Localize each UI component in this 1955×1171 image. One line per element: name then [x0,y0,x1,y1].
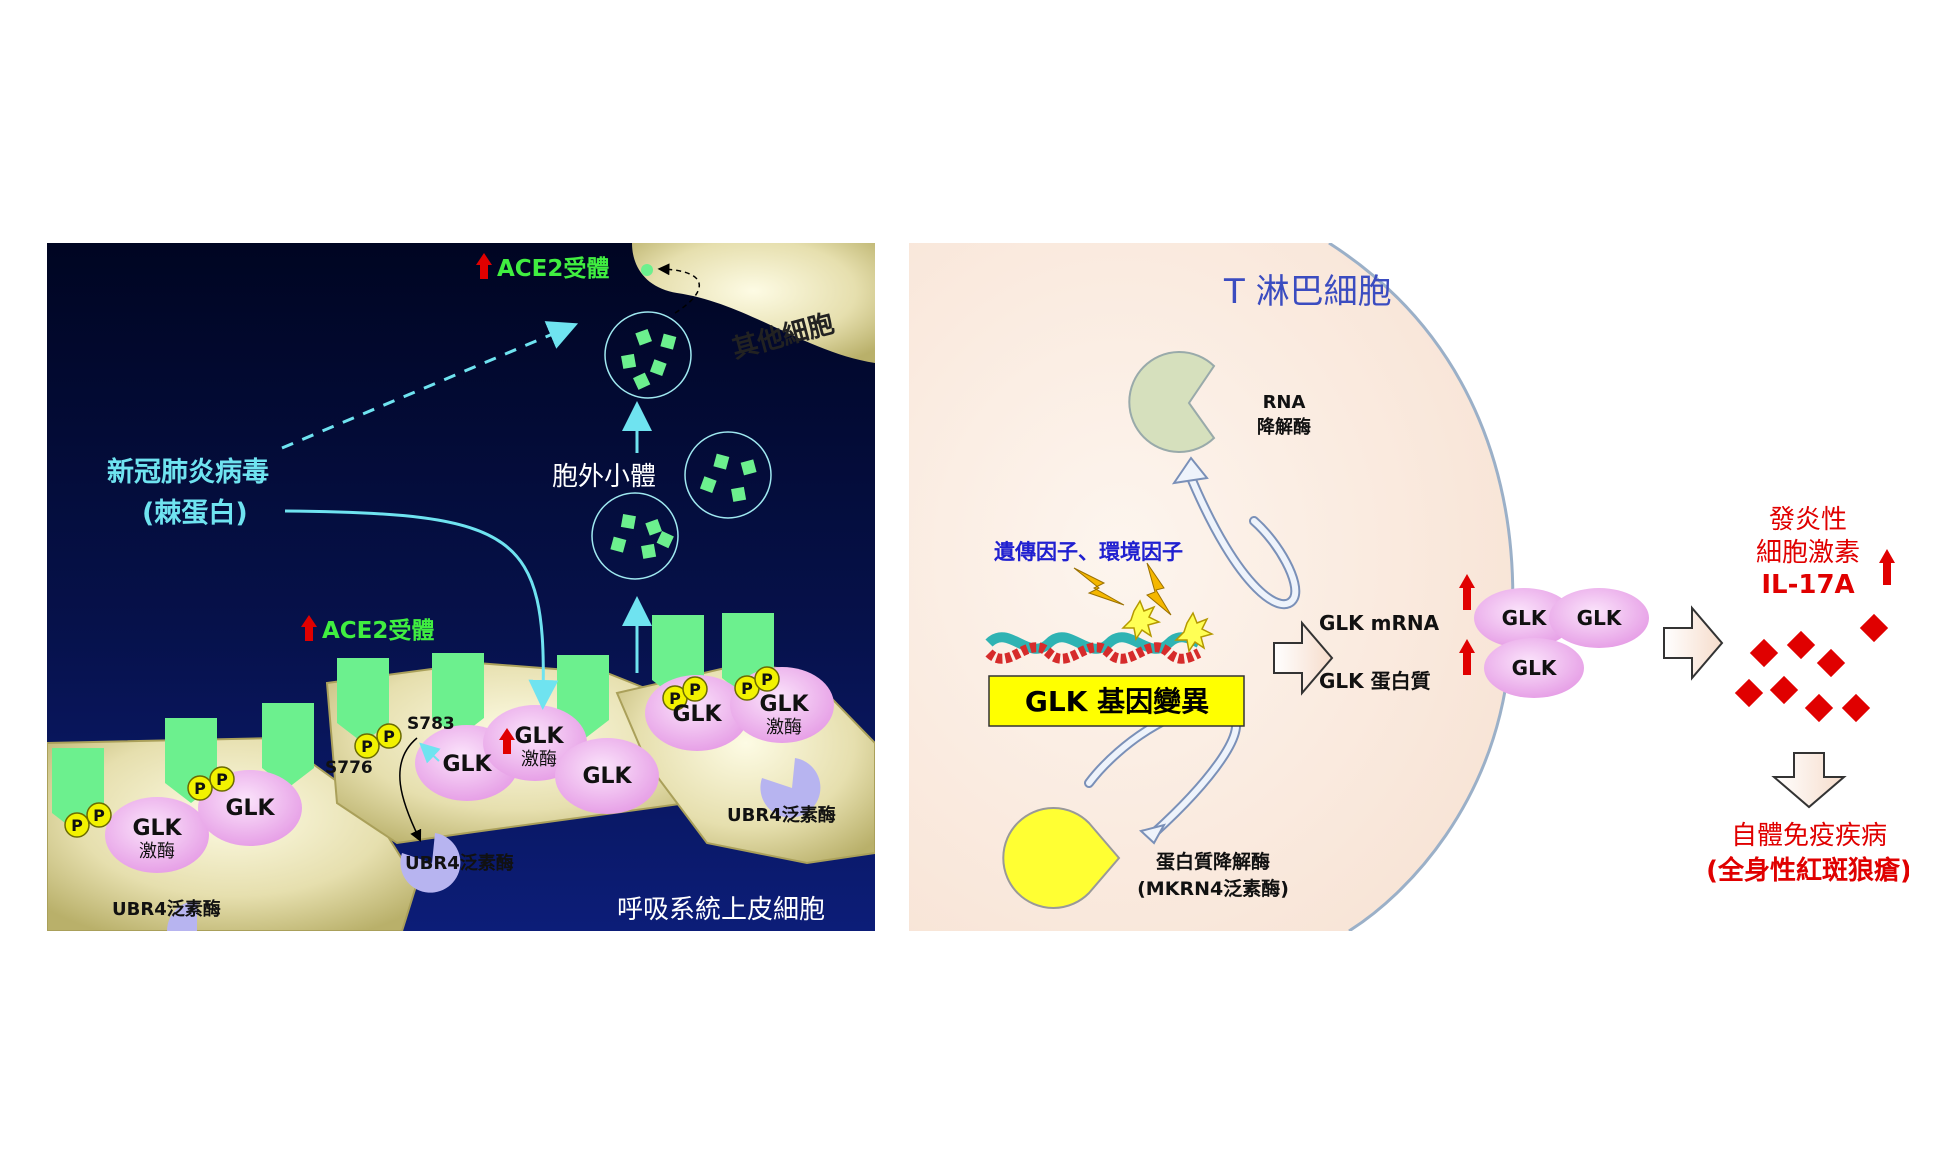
protein-degrader-pacman [1002,807,1121,909]
p-label-5: P [361,737,373,756]
glk-label-5: GLK [582,764,632,789]
ubr4-label-2: UBR4泛素酶 [405,852,514,874]
ace2-label-top: ACE2受體 [497,255,609,282]
degrader-label-line1: 蛋白質降解酶 [1156,850,1270,873]
virus-spread-arrow [281,321,579,450]
glk-label-4: GLK [514,724,564,749]
virus-label-line1: 新冠肺炎病毒 [107,456,269,488]
ace2-label-mid: ACE2受體 [322,617,434,644]
dna-helix [985,632,1202,664]
arrow-to-cytokine [1663,605,1724,681]
t-cell-body [909,243,1513,931]
p-label-9: P [741,679,753,698]
cytokine-label-line1: 發炎性 [1769,505,1847,535]
rna-degrader-pacman [1128,351,1216,453]
gene-box-label: GLK 基因變異 [1025,685,1209,718]
disease-label-line1: 自體免疫疾病 [1731,821,1887,851]
p-label-7: P [669,689,681,708]
protein-label: GLK 蛋白質 [1319,669,1431,693]
glk-protein-label-1: GLK [1502,606,1548,630]
cytokine-label-line2: 細胞激素 [1756,538,1860,568]
ubr4-label-3: UBR4泛素酶 [727,804,836,826]
exosome-label: 胞外小體 [552,462,656,492]
rna-degradation-arrow-inner [1186,470,1299,608]
protein-arrow-head [1138,823,1167,845]
exosomes [591,311,772,580]
up-arrows-right [1459,549,1895,675]
kinase-label-1: 激酶 [139,841,175,862]
p-label-10: P [761,670,773,689]
ace2-dot [641,264,653,276]
s776-label: S776 [325,758,373,778]
right-diagram-canvas: T 淋巴細胞 RNA 降解酶 遺傳因子、環境因子 GLK 基因變異 GLK mR… [909,243,1909,931]
epithelial-label: 呼吸系統上皮細胞 [617,895,825,925]
p-label-3: P [194,779,206,798]
mrna-label: GLK mRNA [1319,611,1440,635]
glk-protein-label-2: GLK [1577,606,1623,630]
glk-label-1: GLK [132,816,182,841]
cytokine-label-line3: IL-17A [1761,570,1854,600]
p-label-6: P [383,727,395,746]
kinase-label-3: 激酶 [766,717,802,738]
right-panel-t-cell-diagram: T 淋巴細胞 RNA 降解酶 遺傳因子、環境因子 GLK 基因變異 GLK mR… [909,243,1909,931]
glk-protein-2 [1549,588,1649,648]
exosome-cargo [610,328,757,559]
glk-gene-box [988,675,1245,727]
rna-label-line1: RNA [1263,392,1306,413]
cytokine-diamonds [1734,613,1889,723]
factors-label: 遺傳因子、環境因子 [994,540,1183,564]
glk-label-3: GLK [442,752,492,777]
phospho-arrow [419,742,441,764]
up-arrows-left [301,253,515,754]
ubr4-enzymes [167,758,821,931]
p-label-8: P [689,680,701,699]
p-label-4: P [216,770,228,789]
ubr4-label-1: UBR4泛素酶 [112,898,221,920]
ace2-transfer-arrow [657,263,701,314]
virus-label-line2: (棘蛋白) [142,497,248,529]
rna-label-line2: 降解酶 [1257,416,1311,438]
glk-protein-1 [1474,588,1574,648]
arrow-to-glk [1273,620,1334,696]
arrow-to-disease [1771,752,1847,809]
p-label-1: P [71,816,83,835]
glk-label-6: GLK [672,702,722,727]
mutation-stars [1121,599,1215,653]
p-label-2: P [93,806,105,825]
lightning-bolts [1073,562,1172,616]
virus-entry-arrow [284,509,559,710]
glk-label-2: GLK [225,796,275,821]
t-cell-title: T 淋巴細胞 [1223,272,1392,312]
other-cell-shape [632,243,875,363]
ace2-receptors [52,613,774,833]
left-panel-covid-diagram: 新冠肺炎病毒 (棘蛋白) 胞外小體 其他細胞 呼吸系統上皮細胞 ACE2受體 A… [47,243,875,931]
degrader-label-line2: (MKRN4泛素酶) [1137,877,1289,900]
glk-protein-label-3: GLK [1512,656,1558,680]
phosphate-groups [64,666,780,838]
glk-label-7: GLK [759,692,809,717]
s783-label: S783 [407,714,455,734]
degradation-arrow [399,737,422,843]
disease-label-line2: (全身性紅斑狼瘡) [1706,855,1909,886]
glk-protein-3 [1484,638,1584,698]
left-diagram-canvas: 新冠肺炎病毒 (棘蛋白) 胞外小體 其他細胞 呼吸系統上皮細胞 ACE2受體 A… [47,243,875,931]
kinase-label-2: 激酶 [521,749,557,770]
rna-arrow-head [1171,456,1209,485]
